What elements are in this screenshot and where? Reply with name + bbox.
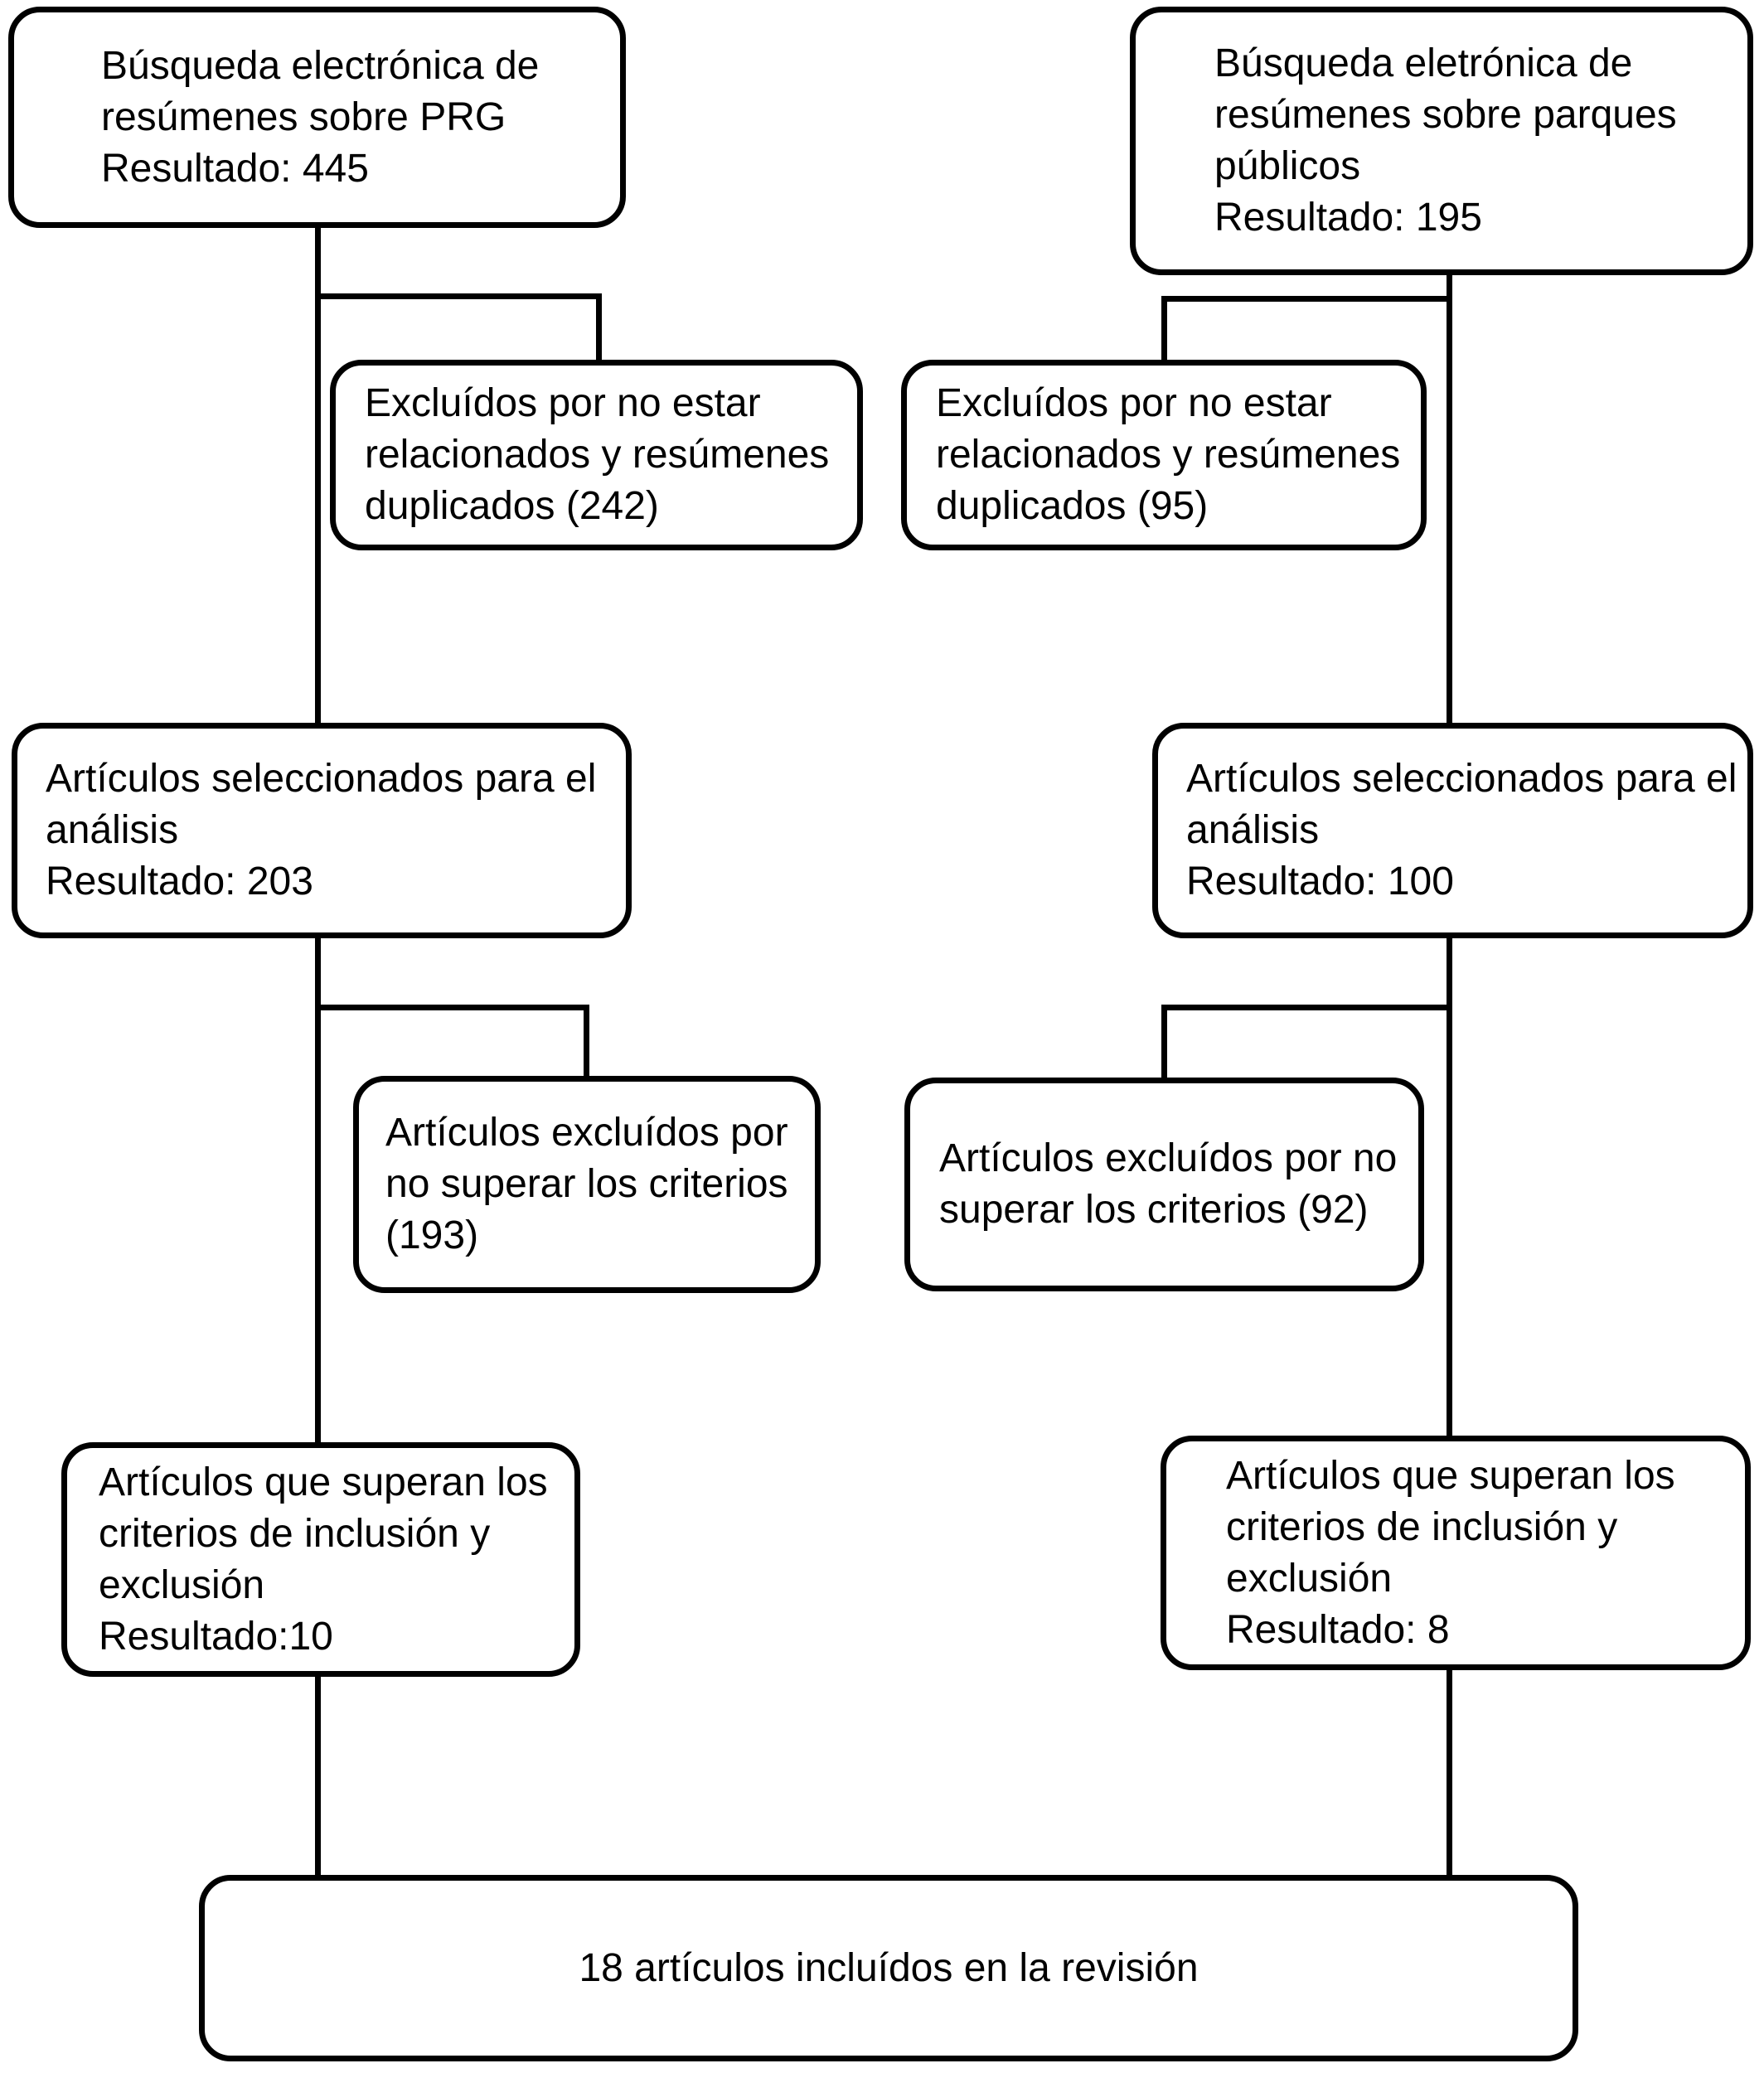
connector-parks-branch-1-horizontal	[1161, 296, 1452, 302]
box-selected-analysis-prg: Artículos seleccionados para el análisis…	[12, 723, 632, 938]
connector-prg-branch-2-horizontal	[315, 1005, 589, 1010]
connector-parks-branch-2-horizontal	[1161, 1005, 1452, 1010]
box-passed-criteria-prg: Artículos que superan los criterios de i…	[61, 1442, 580, 1677]
box-excluded-criteria-parks: Artículos excluídos por no superar los c…	[904, 1078, 1424, 1291]
box-excluded-criteria-prg: Artículos excluídos por no superar los c…	[353, 1076, 821, 1293]
box-excluded-unrelated-parks-text: Excluídos por no estar relacionados y re…	[936, 381, 1401, 528]
connector-parks-vertical-1	[1447, 275, 1452, 723]
box-search-prg-text: Búsqueda electrónica de resúmenes sobre …	[101, 43, 540, 191]
connector-parks-vertical-3	[1447, 1670, 1452, 1875]
box-search-parks-text: Búsqueda eletrónica de resúmenes sobre p…	[1214, 41, 1677, 240]
box-excluded-unrelated-parks: Excluídos por no estar relacionados y re…	[901, 360, 1427, 550]
connector-parks-branch-2-drop	[1161, 1005, 1167, 1078]
box-excluded-unrelated-prg-text: Excluídos por no estar relacionados y re…	[365, 381, 830, 528]
box-selected-analysis-parks: Artículos seleccionados para el análisis…	[1152, 723, 1753, 938]
box-search-parks: Búsqueda eletrónica de resúmenes sobre p…	[1130, 7, 1753, 275]
connector-parks-branch-1-drop	[1161, 296, 1167, 360]
connector-parks-vertical-2	[1447, 938, 1452, 1436]
connector-prg-branch-2-drop	[584, 1005, 589, 1076]
box-passed-criteria-parks: Artículos que superan los criterios de i…	[1161, 1436, 1751, 1670]
connector-prg-vertical-3	[315, 1677, 321, 1875]
box-excluded-unrelated-prg: Excluídos por no estar relacionados y re…	[330, 360, 863, 550]
box-included-total: 18 artículos incluídos en la revisión	[199, 1875, 1578, 2061]
connector-prg-branch-1-drop	[596, 293, 602, 360]
box-excluded-criteria-parks-text: Artículos excluídos por no superar los c…	[939, 1136, 1398, 1232]
box-selected-analysis-prg-text: Artículos seleccionados para el análisis…	[46, 757, 597, 903]
box-included-total-text: 18 artículos incluídos en la revisión	[579, 1945, 1199, 1990]
box-selected-analysis-parks-text: Artículos seleccionados para el análisis…	[1186, 757, 1737, 903]
box-passed-criteria-prg-text: Artículos que superan los criterios de i…	[99, 1460, 548, 1659]
box-passed-criteria-parks-text: Artículos que superan los criterios de i…	[1226, 1453, 1675, 1652]
box-excluded-criteria-prg-text: Artículos excluídos por no superar los c…	[385, 1111, 788, 1257]
connector-prg-vertical-1	[315, 228, 321, 723]
box-search-prg: Búsqueda electrónica de resúmenes sobre …	[8, 7, 626, 228]
connector-prg-branch-1-horizontal	[315, 293, 602, 299]
connector-prg-vertical-2	[315, 938, 321, 1442]
